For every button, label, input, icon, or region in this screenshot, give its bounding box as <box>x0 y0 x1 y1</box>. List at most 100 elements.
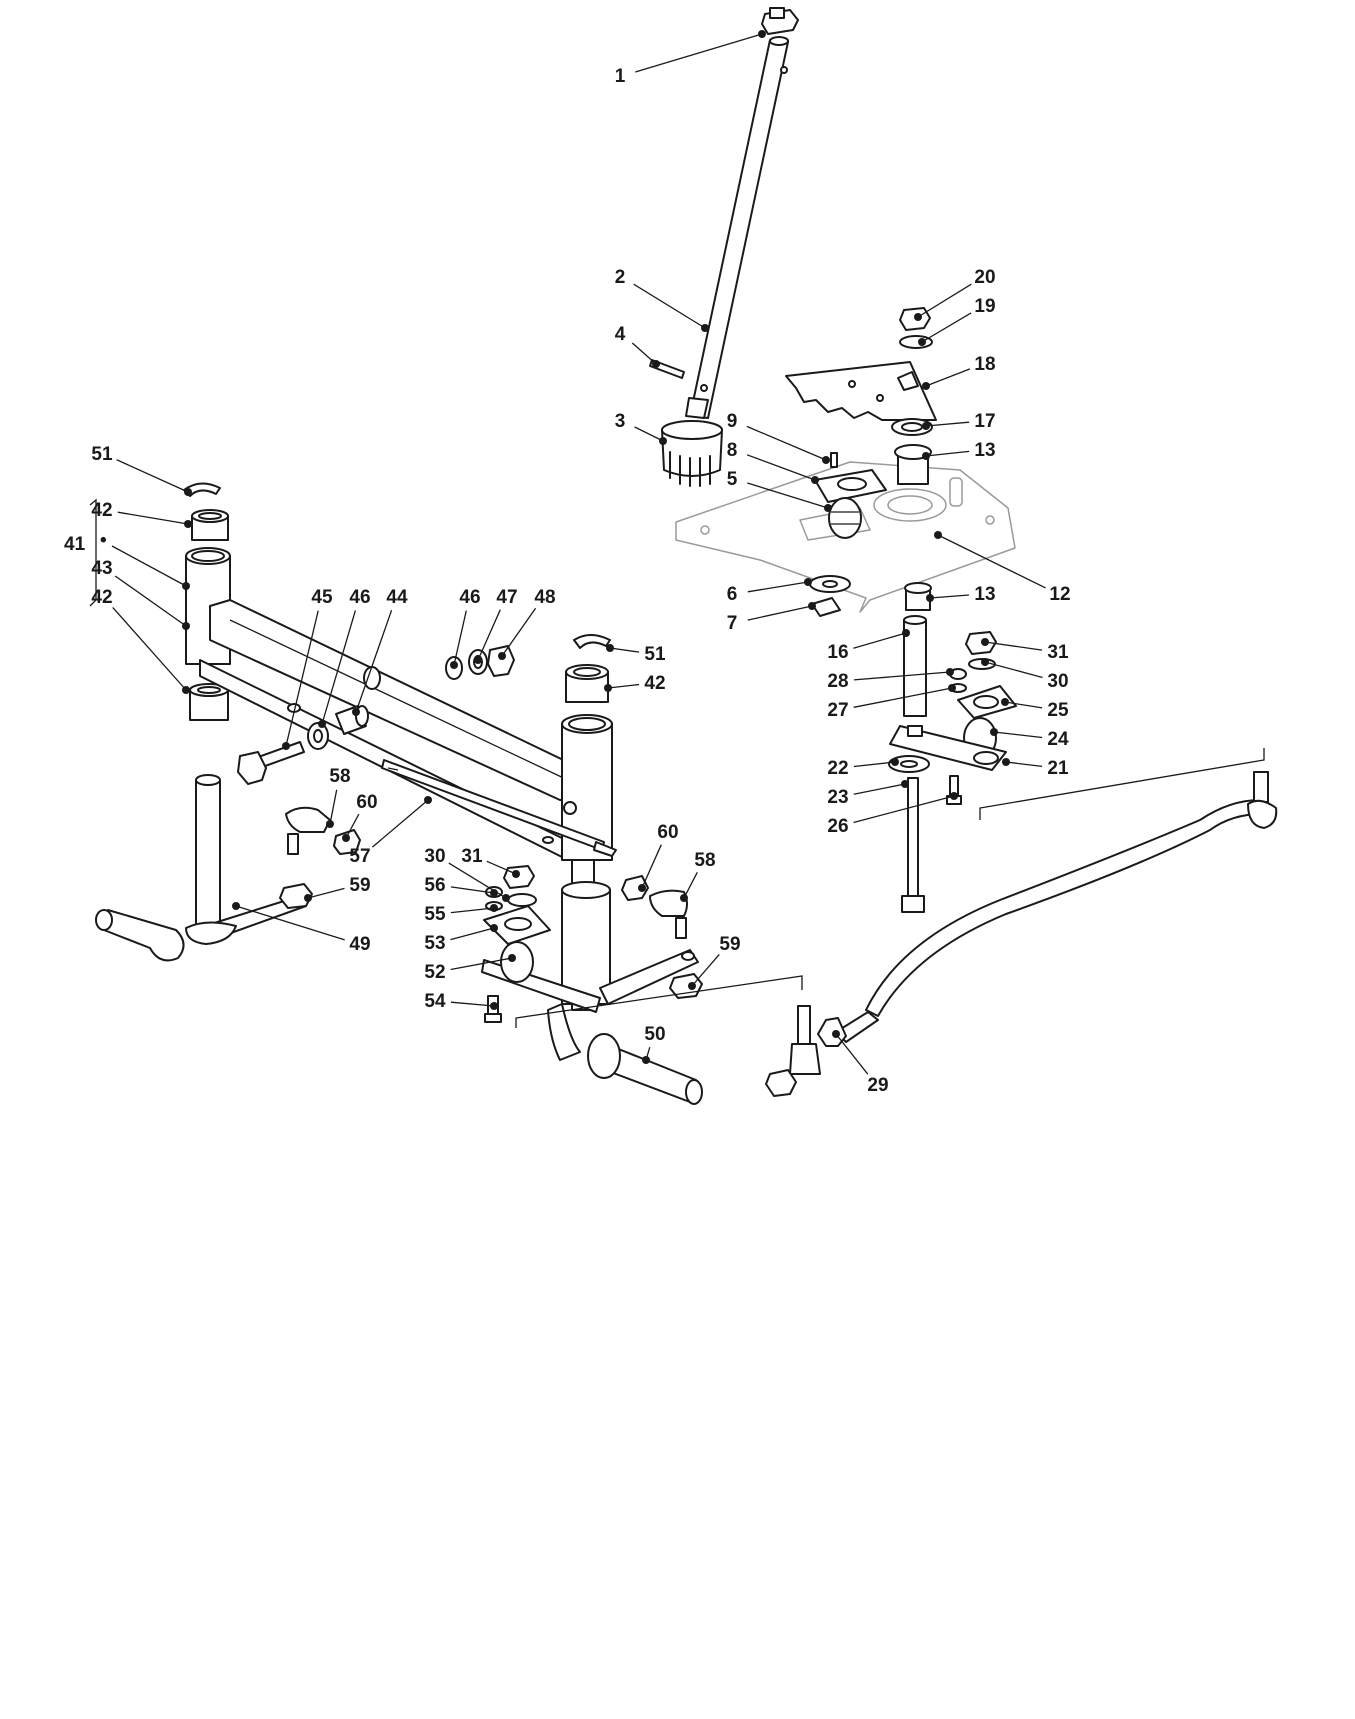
callout-c55: 55 <box>424 904 498 925</box>
callout-c59b: 59 <box>688 934 741 990</box>
callout-label: 29 <box>867 1075 888 1096</box>
leader-line <box>329 789 338 825</box>
leader-dot <box>490 924 498 932</box>
callout-label: 53 <box>424 933 445 954</box>
leader-dot <box>318 720 326 728</box>
leader-dot <box>304 894 312 902</box>
callout-c53: 53 <box>424 924 498 954</box>
leader-dot <box>948 684 956 692</box>
callout-c1: 1 <box>615 30 766 87</box>
steering-column <box>649 7 799 487</box>
callout-label: 49 <box>349 934 370 955</box>
leader-line <box>235 905 345 941</box>
callout-c6: 6 <box>727 578 812 605</box>
leader-dot <box>804 578 812 586</box>
leader-dot <box>474 656 482 664</box>
callout-c47: 47 <box>474 587 518 664</box>
callout-c50: 50 <box>642 1024 666 1064</box>
callout-c8: 8 <box>727 440 819 484</box>
leader-line <box>925 421 970 427</box>
callout-label: 17 <box>974 411 995 432</box>
callout-c9: 9 <box>727 411 830 464</box>
callout-c42c: 42 <box>604 673 666 694</box>
callout-label: 6 <box>727 584 738 605</box>
callout-label: 59 <box>349 875 370 896</box>
callout-label: 9 <box>727 411 738 432</box>
leader-dot <box>450 661 458 669</box>
leader-line <box>921 312 972 343</box>
leader-line <box>609 647 640 653</box>
callout-bullet: • <box>100 530 107 551</box>
leader-line <box>853 632 907 649</box>
leader-line <box>450 927 495 941</box>
leader-dot <box>652 360 660 368</box>
leader-line <box>937 534 1046 589</box>
callout-label: 42 <box>91 587 112 608</box>
leader-dot <box>902 629 910 637</box>
callout-c26: 26 <box>827 792 958 837</box>
callout-c49: 49 <box>232 902 371 955</box>
leader-dot <box>326 820 334 828</box>
callout-c44: 44 <box>352 587 408 716</box>
callout-label: 47 <box>496 587 517 608</box>
leader-line <box>635 33 763 73</box>
callout-c28: 28 <box>827 668 954 692</box>
leader-dot <box>182 686 190 694</box>
callout-label: 5 <box>727 469 738 490</box>
callout-c20: 20 <box>914 267 996 321</box>
callout-label: 2 <box>615 267 626 288</box>
callout-label: 21 <box>1047 758 1069 779</box>
leader-dot <box>918 338 926 346</box>
leader-line <box>691 953 720 987</box>
callout-c13b: 13 <box>926 584 996 605</box>
callout-c52: 52 <box>424 954 516 983</box>
callout-label: 24 <box>1047 729 1069 750</box>
callout-label: 59 <box>719 934 740 955</box>
leader-dot <box>604 684 612 692</box>
ball-joint-5 <box>828 497 862 539</box>
callout-label: 48 <box>534 587 555 608</box>
leader-dot <box>490 1002 498 1010</box>
leader-dot <box>934 531 942 539</box>
callout-c25: 25 <box>1001 698 1069 721</box>
callout-c46b: 46 <box>450 587 481 669</box>
callout-label: 55 <box>424 904 446 925</box>
callout-label: 42 <box>644 673 665 694</box>
leader-dot <box>638 884 646 892</box>
callout-c5: 5 <box>727 469 832 512</box>
leader-line <box>1005 761 1043 768</box>
callout-c31a: 31 <box>981 638 1069 663</box>
leader-dot <box>822 456 830 464</box>
leader-line <box>929 594 970 599</box>
callout-c17: 17 <box>922 411 996 432</box>
leader-dot <box>502 894 510 902</box>
leader-dot <box>342 834 350 842</box>
callout-c23: 23 <box>827 780 909 808</box>
callout-label: 31 <box>461 846 483 867</box>
callout-c56: 56 <box>424 875 498 897</box>
callout-label: 45 <box>311 587 333 608</box>
callout-41: 41 • <box>64 530 190 590</box>
callout-c30a: 30 <box>981 658 1069 692</box>
callout-c60a: 60 <box>342 792 378 842</box>
callout-label: 43 <box>91 558 112 579</box>
callout-label: 30 <box>1047 671 1068 692</box>
leader-dot <box>946 668 954 676</box>
callout-c27: 27 <box>827 684 956 721</box>
callout-c7: 7 <box>727 602 816 634</box>
leader-line <box>453 610 467 666</box>
callout-c46a: 46 <box>318 587 371 728</box>
callout-label: 26 <box>827 816 848 837</box>
leader-line <box>116 459 189 493</box>
callout-label: 12 <box>1049 584 1070 605</box>
leader-line <box>683 872 698 899</box>
leader-line <box>853 783 906 795</box>
leader-dot <box>232 902 240 910</box>
leader-dot <box>352 708 360 716</box>
callout-label: 54 <box>424 991 446 1012</box>
callout-label: 23 <box>827 787 848 808</box>
pinion-bracket <box>814 452 887 503</box>
callout-c4: 4 <box>615 324 660 368</box>
callout-c58b: 58 <box>680 850 716 902</box>
left-spindle <box>95 774 361 962</box>
